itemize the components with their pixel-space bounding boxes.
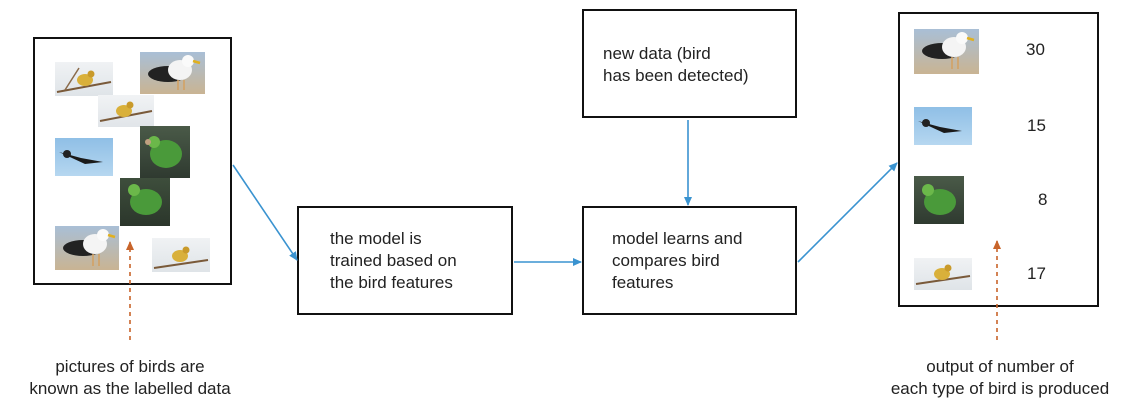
learning-box-text: model learns and compares bird features — [612, 229, 743, 292]
labelled-data-caption: pictures of birds are known as the label… — [29, 357, 231, 398]
sparrow-picture — [98, 95, 154, 127]
output-box — [898, 12, 1099, 307]
arrow-data-to-training — [232, 164, 298, 261]
parrot-picture — [140, 126, 190, 178]
new-data-box-text: new data (bird has been detected) — [603, 44, 749, 85]
output-caption: output of number of each type of bird is… — [890, 357, 1110, 398]
eagle-picture — [914, 107, 972, 145]
sparrow-picture — [55, 62, 113, 96]
learning-box — [582, 206, 797, 315]
eagle-picture — [55, 138, 113, 176]
count-sparrow: 17 — [1027, 264, 1046, 283]
count-eagle: 15 — [1027, 116, 1046, 135]
count-parrot: 8 — [1038, 190, 1048, 209]
arrow-learning-to-output — [797, 162, 898, 263]
training-box — [297, 206, 513, 315]
training-box-text: the model is trained based on the bird f… — [330, 229, 457, 292]
count-gull: 30 — [1026, 40, 1045, 59]
sparrow-picture — [914, 258, 972, 290]
gull-picture — [914, 29, 979, 74]
parrot-picture — [914, 176, 964, 224]
new-data-box — [582, 9, 797, 118]
gull-picture — [55, 226, 119, 270]
gull-picture — [140, 52, 205, 94]
parrot-picture — [120, 178, 170, 226]
sparrow-picture — [152, 238, 210, 272]
